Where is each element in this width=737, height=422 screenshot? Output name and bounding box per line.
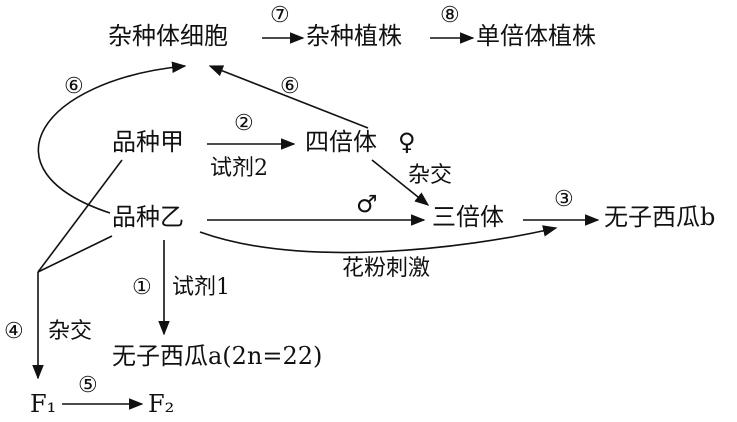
arrow-tetraploid-to-hybrid-cell: [208, 65, 369, 129]
node-variety-b: 品种乙: [112, 203, 184, 231]
label-pollen-stimulation: 花粉刺激: [342, 256, 430, 281]
label-reagent-2: 试剂2: [210, 156, 268, 181]
node-hybrid-cell: 杂种体细胞: [108, 22, 228, 50]
step-1: ①: [132, 275, 152, 300]
line-variety-b-to-cross: [37, 235, 113, 273]
node-seedless-a: 无子西瓜a(2n=22): [112, 342, 322, 370]
arrow-variety-b-to-hybrid-cell: [37, 61, 187, 214]
step-4: ④: [4, 319, 24, 344]
node-seedless-b: 无子西瓜b: [604, 203, 715, 231]
label-cross-left: 杂交: [48, 319, 92, 344]
arrow-tetraploid-to-triploid: [371, 159, 430, 206]
step-6-left: ⑥: [64, 74, 84, 99]
male-symbol: ♂: [356, 190, 378, 218]
step-6-right: ⑥: [280, 74, 300, 99]
step-5: ⑤: [78, 373, 98, 398]
female-symbol: ♀: [398, 128, 416, 156]
node-tetraploid: 四倍体: [305, 128, 377, 156]
step-8: ⑧: [440, 3, 460, 28]
line-variety-a-to-cross: [37, 159, 123, 273]
step-3: ③: [554, 187, 574, 212]
node-variety-a: 品种甲: [112, 128, 184, 156]
label-reagent-1: 试剂1: [172, 275, 230, 300]
node-triploid: 三倍体: [432, 203, 504, 231]
node-f1: F₁: [30, 390, 56, 418]
node-hybrid-plant: 杂种植株: [306, 22, 402, 50]
step-7: ⑦: [270, 3, 290, 28]
node-haploid-plant: 单倍体植株: [476, 22, 596, 50]
step-2: ②: [234, 111, 254, 136]
label-cross-right: 杂交: [408, 163, 452, 188]
arrow-pollen-stimulation: [199, 225, 558, 254]
node-f2: F₂: [148, 390, 174, 418]
